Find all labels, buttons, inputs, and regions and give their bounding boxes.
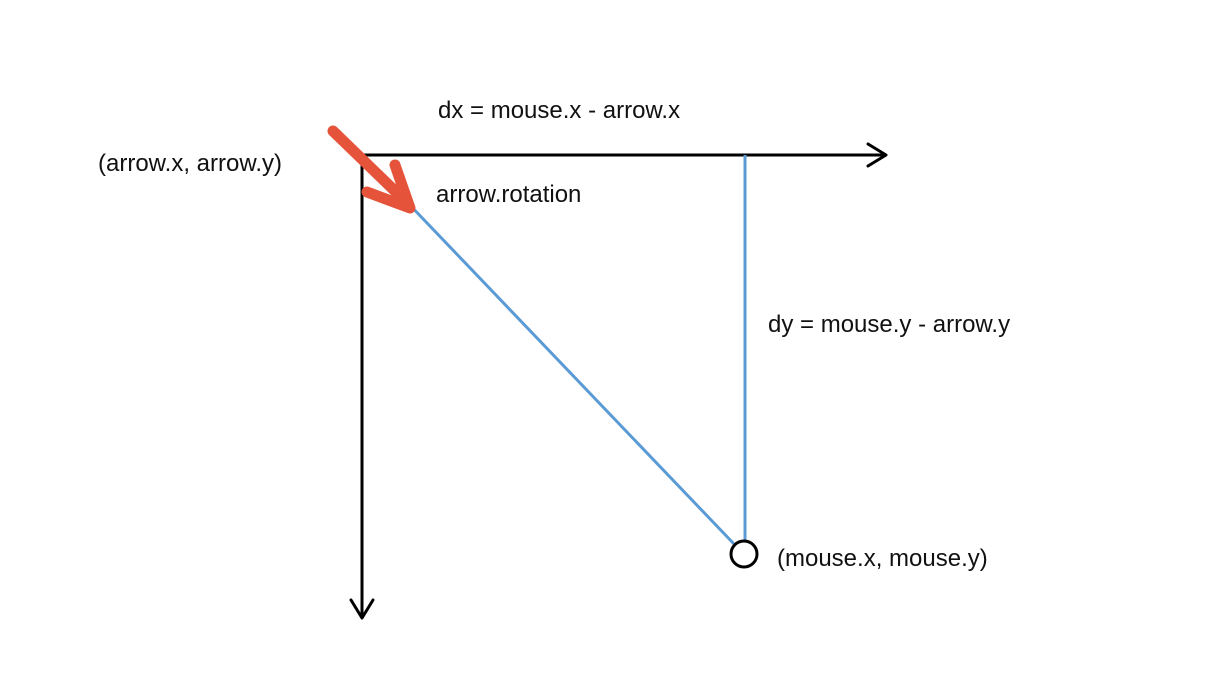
dx-label: dx = mouse.x - arrow.x <box>438 97 681 124</box>
dy-label: dy = mouse.y - arrow.y <box>768 311 1011 338</box>
hypotenuse-line <box>360 153 737 547</box>
red-arrow-icon <box>327 125 416 214</box>
y-axis-arrowhead <box>349 598 375 620</box>
x-axis-arrowhead <box>866 142 888 168</box>
mouse-position-label: (mouse.x, mouse.y) <box>777 545 988 572</box>
mouse-circle-icon <box>729 539 759 569</box>
arrow-position-label: (arrow.x, arrow.y) <box>98 150 283 177</box>
rotation-label: arrow.rotation <box>436 181 582 208</box>
